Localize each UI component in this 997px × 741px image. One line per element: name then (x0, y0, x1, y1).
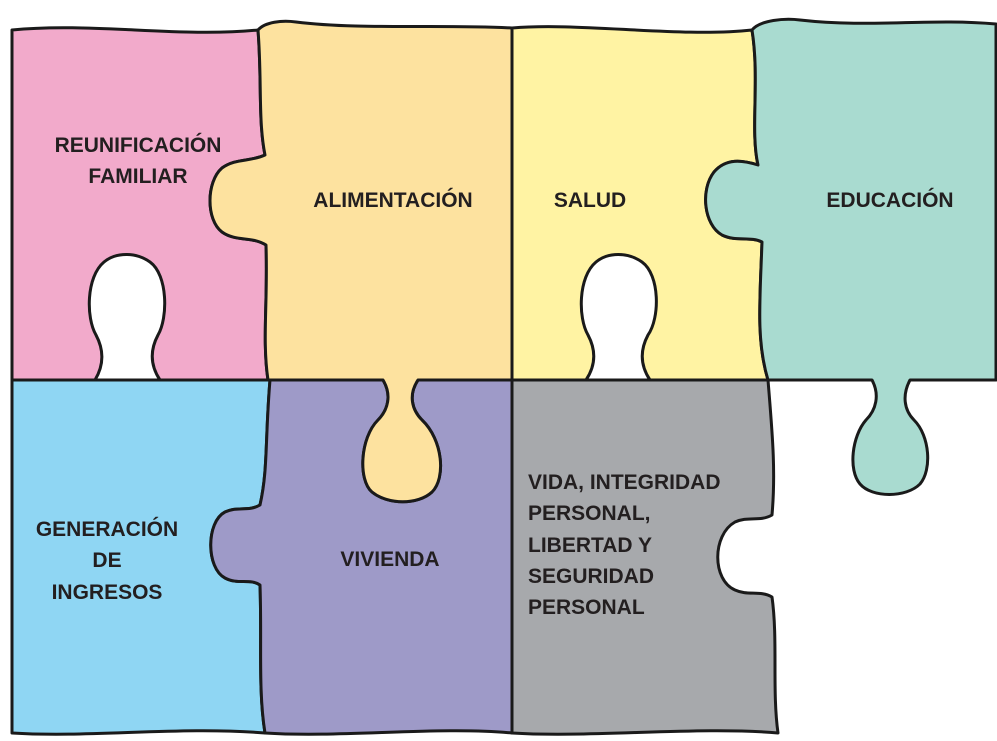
label-salud: SALUD (554, 189, 626, 212)
label-vivienda: VIVIENDA (340, 548, 439, 571)
label-educacion-line-1: EDUCACIÓN (826, 188, 953, 212)
piece-vida-integridad (510, 378, 780, 736)
label-salud-line-1: SALUD (554, 189, 626, 212)
label-reunificacion-line-1: REUNIFICACIÓN (55, 133, 222, 157)
label-educacion: EDUCACIÓN (826, 188, 953, 212)
piece-educacion (704, 17, 997, 496)
label-vida-line-4: SEGURIDAD (528, 565, 654, 588)
piece-alimentacion (208, 19, 514, 504)
label-vida-line-3: LIBERTAD Y (528, 534, 652, 557)
label-reunificacion-familiar: REUNIFICACIÓN FAMILIAR (55, 133, 222, 188)
label-reunificacion-line-2: FAMILIAR (88, 165, 187, 188)
label-generacion-de-ingresos: GENERACIÓN DE INGRESOS (36, 517, 178, 604)
label-vida-line-2: PERSONAL, (528, 502, 651, 525)
label-alimentacion: ALIMENTACIÓN (313, 188, 472, 212)
label-generacion-line-3: INGRESOS (52, 581, 163, 604)
label-vivienda-line-1: VIVIENDA (340, 548, 439, 571)
label-vida-line-1: VIDA, INTEGRIDAD (528, 471, 721, 494)
label-generacion-line-2: DE (92, 549, 121, 572)
label-vida-integridad: VIDA, INTEGRIDAD PERSONAL, LIBERTAD Y SE… (528, 471, 721, 619)
label-alimentacion-line-1: ALIMENTACIÓN (313, 188, 472, 212)
label-generacion-line-1: GENERACIÓN (36, 517, 178, 541)
label-vida-line-5: PERSONAL (528, 596, 645, 619)
